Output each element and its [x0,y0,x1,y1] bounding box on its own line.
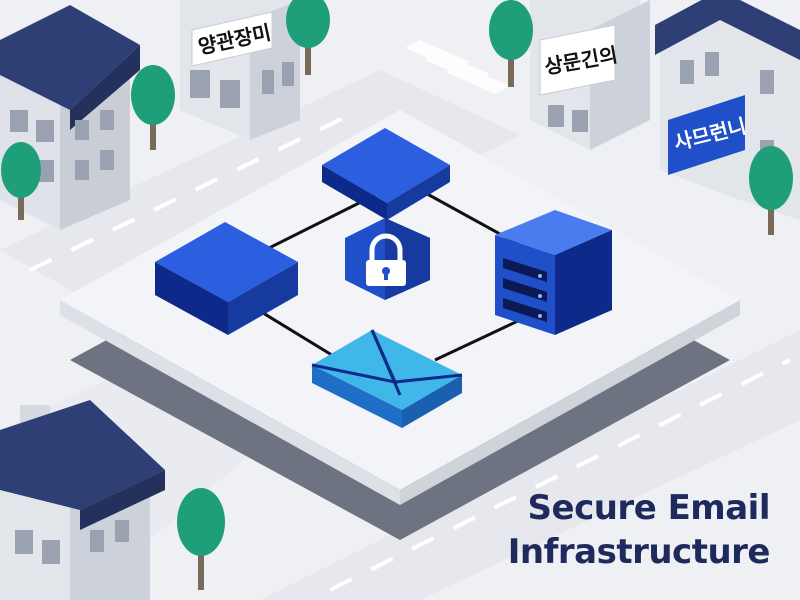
server-icon [495,210,612,335]
network-node-top [322,128,450,220]
envelope-icon [311,329,463,428]
caption-line-1: Secure Email [527,488,771,528]
building-bottom-left [0,400,165,600]
network-node-left [155,222,298,335]
lock-icon [345,218,430,300]
tree [286,0,330,75]
tree [1,142,41,220]
tree [489,0,533,87]
building-top-center [180,0,300,140]
building-top-left [0,5,140,230]
tree [749,146,793,235]
tree [131,65,175,150]
caption-line-2: Infrastructure [507,532,771,572]
trees [1,0,793,590]
tree [177,488,225,590]
